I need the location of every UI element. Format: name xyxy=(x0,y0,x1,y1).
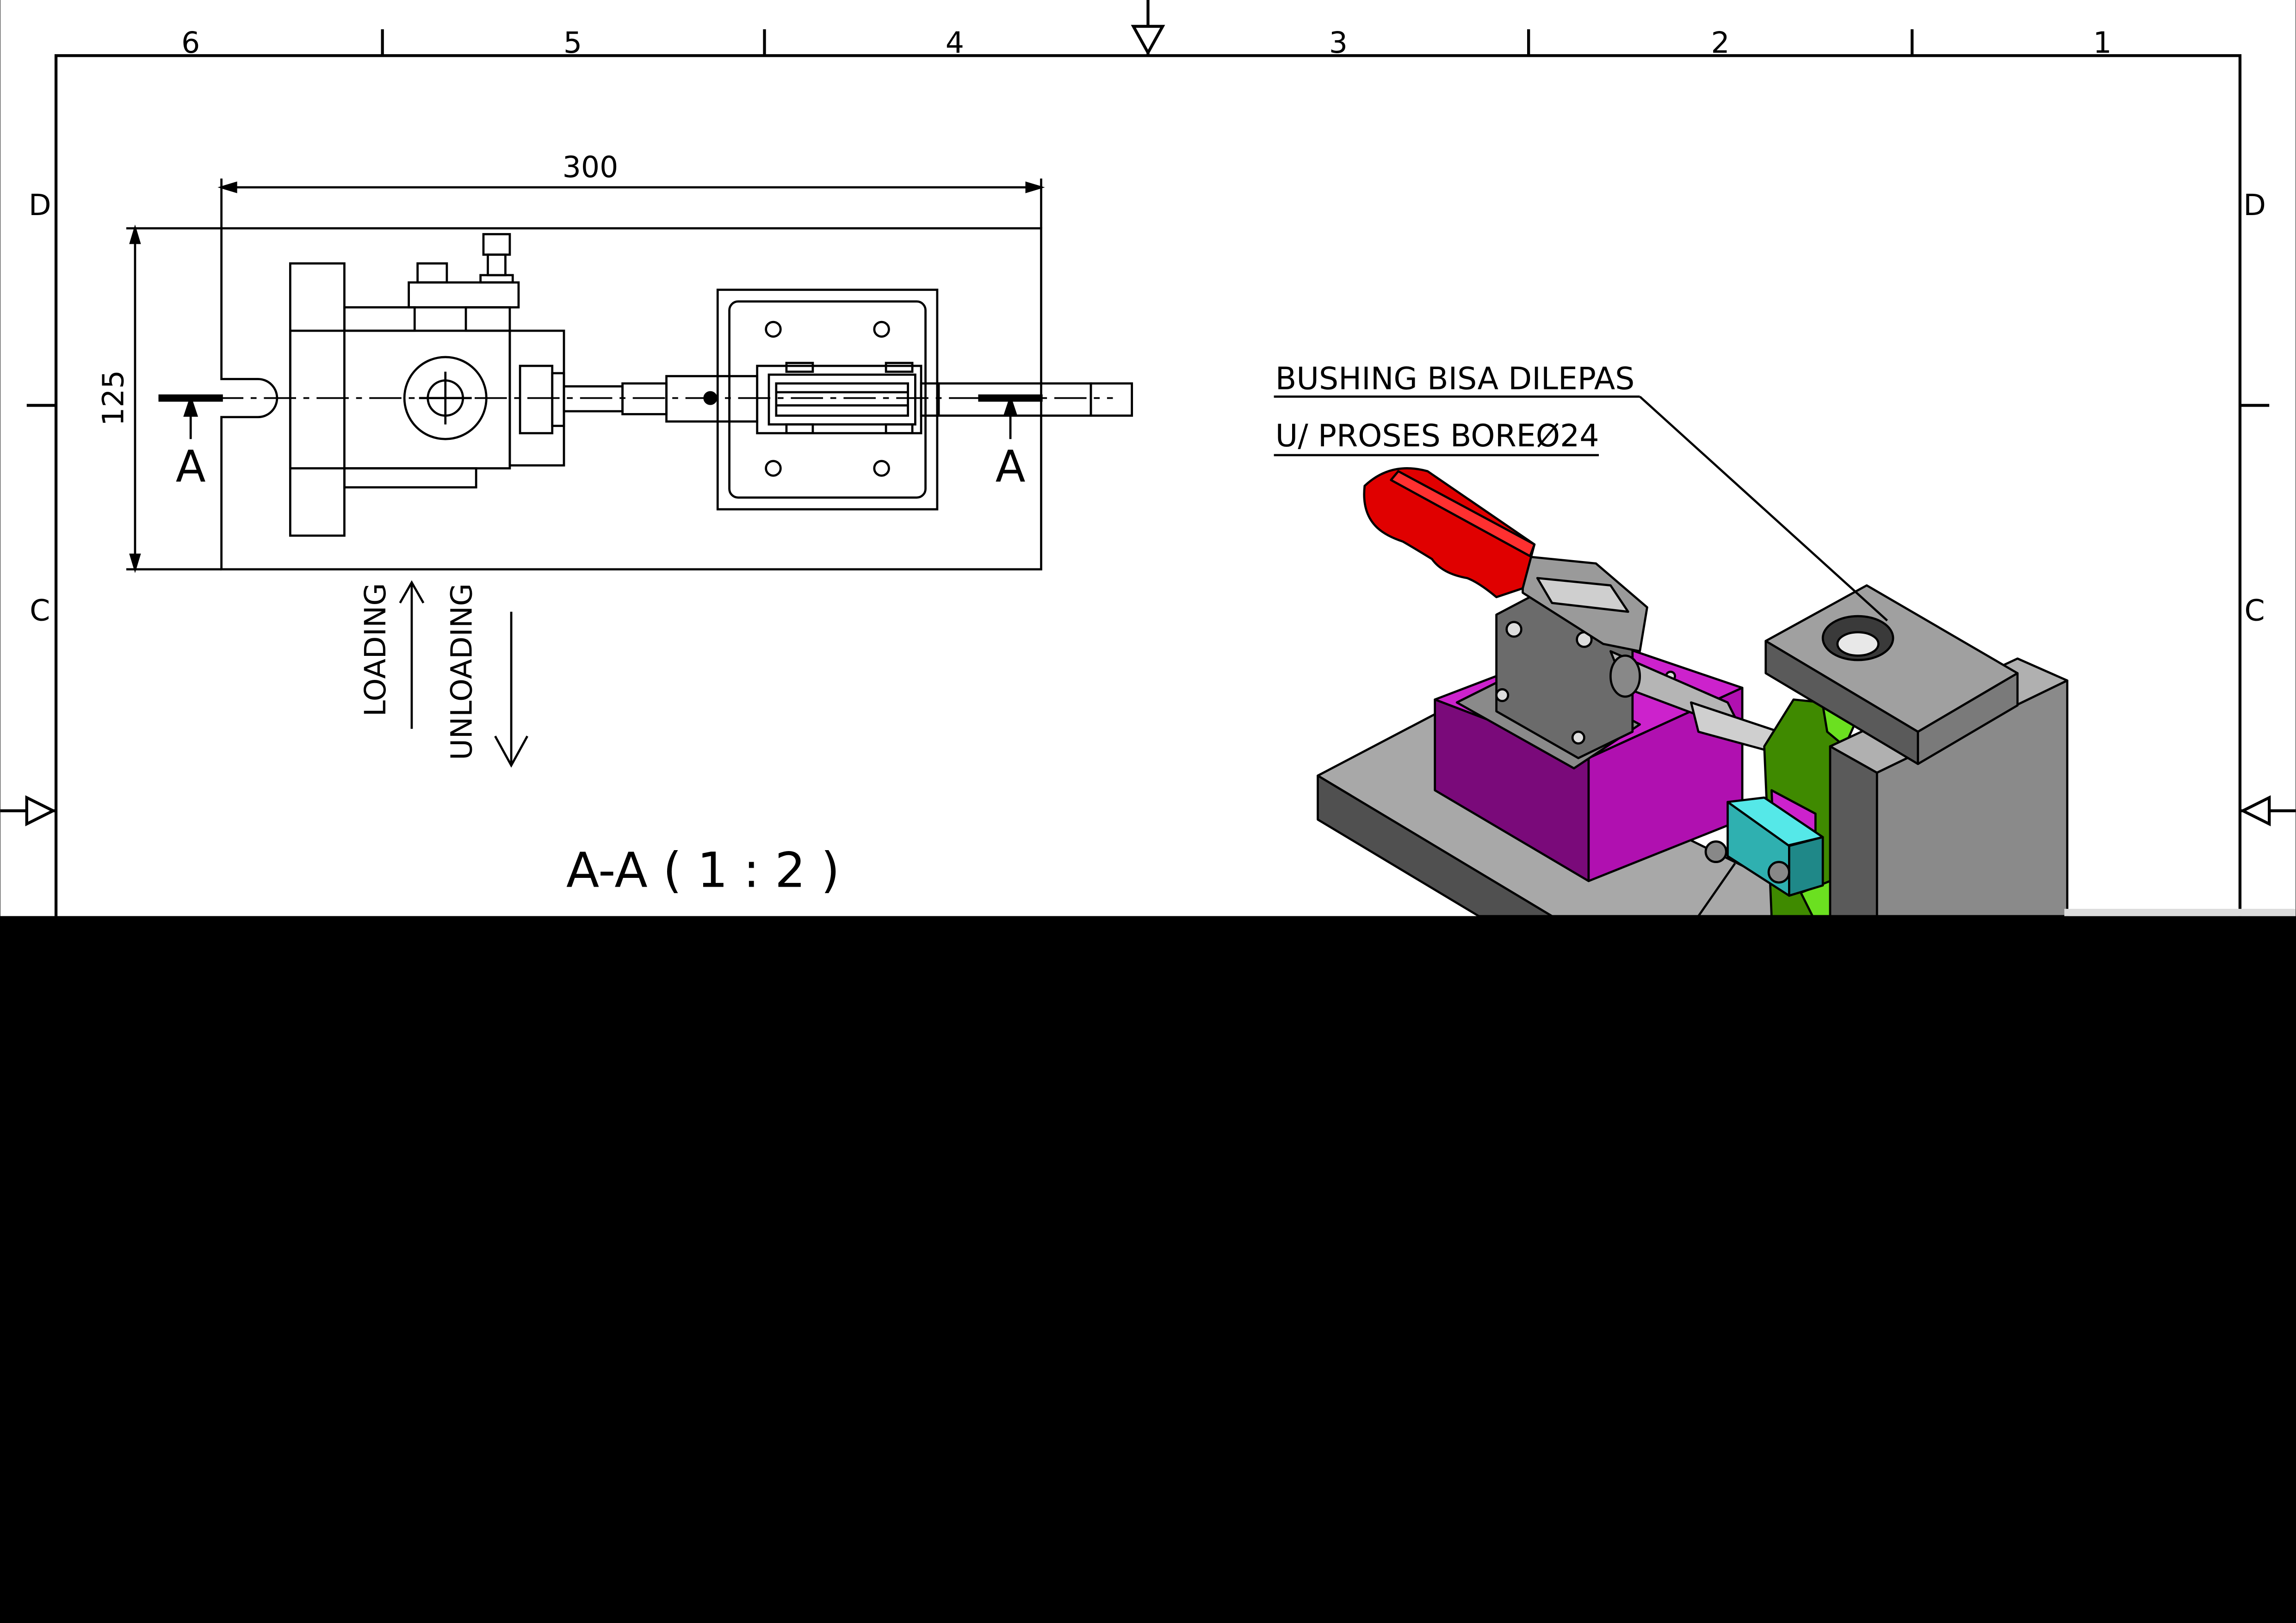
zone-labels: 6 5 4 3 2 1 D C D C xyxy=(29,25,2266,628)
zone-col-4: 4 xyxy=(946,25,964,60)
zone-row-right-c: C xyxy=(2244,593,2265,628)
section-mark-right: A xyxy=(996,441,1026,492)
support-block-top xyxy=(289,233,565,537)
zone-col-3: 3 xyxy=(1329,25,1348,60)
top-view xyxy=(126,179,1133,768)
dimension-width xyxy=(217,179,1045,228)
iso-locator xyxy=(1704,796,1824,897)
section-mark-left: A xyxy=(176,441,206,492)
iso-leaders xyxy=(1274,395,1888,917)
base-plate-outline xyxy=(220,227,1042,571)
loading-arrow xyxy=(399,580,425,729)
isometric-view xyxy=(1274,395,2068,918)
unloading-label: UNLOADING xyxy=(445,583,479,760)
view-title: A-A ( 1 : 2 ) xyxy=(566,842,840,898)
zone-row-left-c: C xyxy=(30,593,50,628)
zone-col-1: 1 xyxy=(2093,25,2111,60)
iso-clamp-bracket xyxy=(1455,584,1676,770)
note-line-2: U/ PROSES BOREØ24 xyxy=(1275,418,1599,454)
unloading-arrow xyxy=(494,611,528,768)
mask-edge-strip xyxy=(2064,908,2296,916)
zone-col-5: 5 xyxy=(563,25,582,60)
zone-col-2: 2 xyxy=(1711,25,1730,60)
zone-row-right-d: D xyxy=(2243,188,2266,222)
masked-area xyxy=(0,916,2296,1623)
dimension-height xyxy=(126,224,222,574)
iso-clamp-handle xyxy=(1363,467,1536,599)
loading-label: LOADING xyxy=(358,583,392,717)
iso-clamp-linkage xyxy=(1522,555,1780,755)
centering-mark-left xyxy=(0,795,56,827)
dimension-height-label: 125 xyxy=(96,370,130,426)
iso-bushing-plate xyxy=(1764,584,2019,765)
note-line-1: BUSHING BISA DILEPAS xyxy=(1275,361,1635,397)
dimension-width-label: 300 xyxy=(563,150,619,184)
zone-row-left-d: D xyxy=(29,188,51,222)
centering-mark-right xyxy=(2240,795,2296,827)
toggle-clamp-top xyxy=(716,289,1133,511)
zone-col-6: 6 xyxy=(181,25,200,60)
centering-mark-top xyxy=(1131,0,1165,56)
